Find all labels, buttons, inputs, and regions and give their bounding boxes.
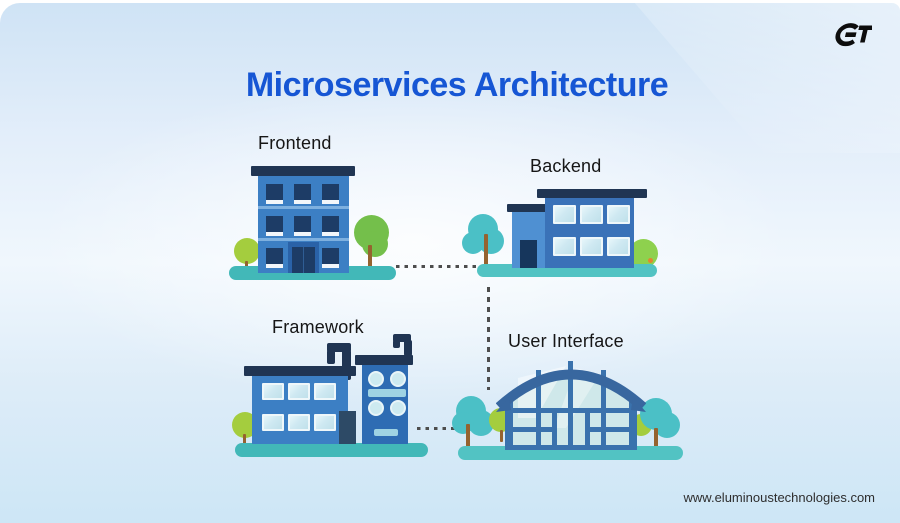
backend-node: Backend: [455, 156, 660, 281]
tree-trunk: [466, 424, 470, 456]
page-title: Microservices Architecture: [245, 66, 669, 104]
website-url: www.eluminoustechnologies.com: [683, 490, 875, 505]
door-frame: [552, 408, 557, 450]
porthole-window: [368, 371, 384, 387]
frontend-building-illustration: [229, 163, 396, 283]
user-interface-label: User Interface: [508, 331, 624, 351]
porthole-window: [390, 400, 406, 416]
window: [266, 248, 283, 268]
window: [288, 414, 310, 431]
user-interface-node: User Interface: [450, 330, 685, 460]
window: [553, 237, 576, 256]
door: [292, 247, 315, 273]
window: [294, 216, 311, 236]
annex-roof: [507, 204, 550, 212]
door-divider: [568, 408, 573, 450]
roof: [244, 366, 356, 376]
framework-node: Framework: [229, 316, 429, 458]
floor-divider: [258, 206, 349, 209]
framework-building-illustration: [229, 332, 429, 458]
bush-trunk: [500, 430, 503, 442]
framework-label: Framework: [272, 317, 364, 337]
et-logo: [826, 18, 874, 50]
window: [262, 414, 284, 431]
tower-band: [374, 429, 398, 436]
door: [520, 240, 537, 268]
connector-frontend-backend: [396, 265, 476, 268]
mullion: [568, 361, 573, 408]
tower-roof: [355, 355, 413, 365]
tree: [462, 232, 484, 254]
side-wall: [505, 400, 513, 450]
window: [266, 216, 283, 236]
window: [607, 205, 630, 224]
tree: [362, 231, 388, 257]
window: [314, 383, 336, 400]
tower-band: [368, 389, 406, 397]
eave-left: [496, 397, 511, 412]
tree: [452, 412, 474, 434]
chimney-pipe: [393, 340, 400, 348]
backend-building-illustration: [455, 186, 660, 281]
side-wall: [629, 400, 637, 450]
logo-letter-t-stem: [860, 27, 869, 43]
tree-trunk: [243, 434, 246, 448]
arched-hangar: [496, 358, 646, 450]
connector-framework-userinterface: [417, 427, 461, 430]
tree: [234, 238, 260, 264]
window: [294, 184, 311, 204]
mullion-horizontal: [510, 427, 554, 432]
floor-divider: [258, 238, 349, 241]
window: [322, 216, 339, 236]
chimney-pipe: [404, 340, 412, 356]
window: [607, 237, 630, 256]
ground-strip: [235, 443, 428, 457]
chimney-pipe: [327, 350, 335, 364]
frontend-label: Frontend: [258, 133, 332, 153]
tree: [654, 412, 680, 438]
window: [322, 248, 339, 268]
tree-trunk: [654, 428, 658, 458]
window: [288, 383, 310, 400]
window: [322, 184, 339, 204]
roof: [537, 189, 647, 198]
connector-backend-userinterface: [487, 287, 490, 390]
chimney-pipe: [342, 350, 351, 380]
tree-trunk: [368, 245, 372, 274]
door: [339, 411, 356, 444]
arched-roof: [496, 369, 646, 411]
window: [553, 205, 576, 224]
door-frame: [585, 408, 590, 450]
roof: [251, 166, 355, 176]
frontend-node: Frontend: [229, 133, 396, 283]
chimney-pipe: [327, 343, 351, 352]
window: [266, 184, 283, 204]
base-sill: [505, 445, 637, 450]
logo-letter-e: [835, 23, 859, 47]
mullion-horizontal: [588, 427, 632, 432]
backend-label: Backend: [530, 156, 602, 176]
window: [580, 237, 603, 256]
porthole-window: [390, 371, 406, 387]
eave-right: [631, 397, 646, 412]
user-interface-building-illustration: [450, 330, 685, 460]
tree-trunk: [484, 234, 488, 268]
window: [314, 414, 336, 431]
window: [262, 383, 284, 400]
window: [580, 205, 603, 224]
porthole-window: [368, 400, 384, 416]
bush-berry: [648, 258, 653, 263]
chimney-pipe: [393, 334, 411, 342]
